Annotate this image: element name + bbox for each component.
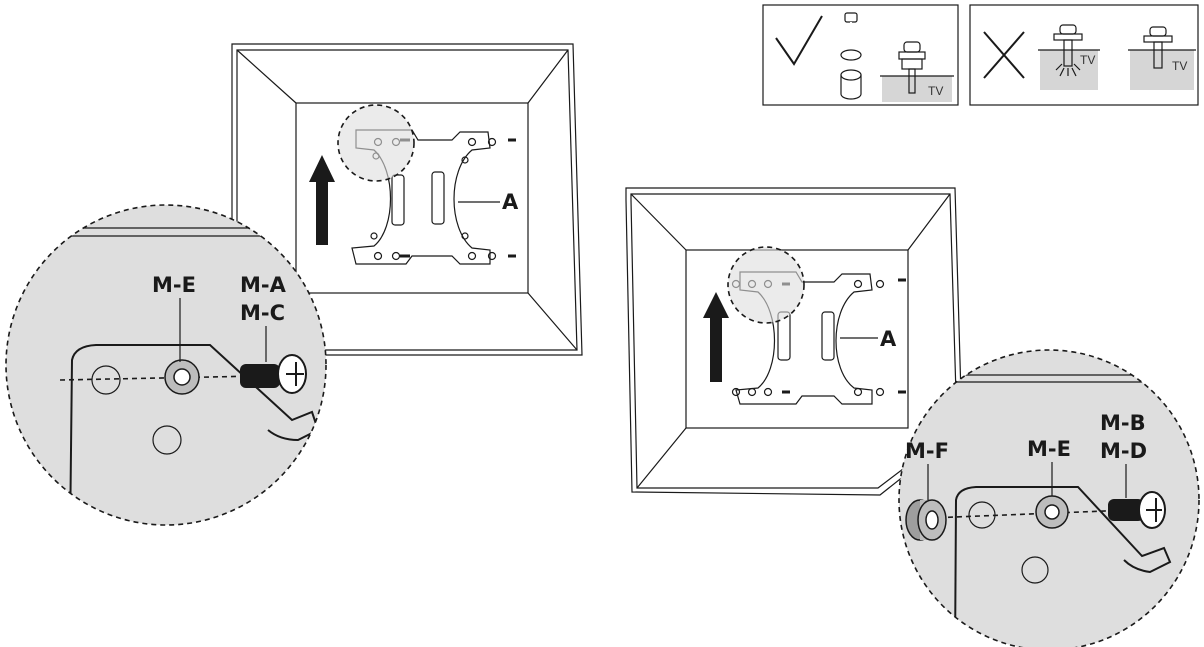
screw-icon xyxy=(240,354,307,394)
tv-label: TV xyxy=(1172,59,1187,73)
tv-label: TV xyxy=(1080,53,1095,67)
tv-right xyxy=(625,187,963,496)
washer-icon xyxy=(840,49,862,61)
mounting-plate-left: A xyxy=(337,104,519,265)
plate-label: A xyxy=(880,327,897,351)
legend-wrong-box: TV TV xyxy=(969,4,1199,106)
screw-label-line1: M-B xyxy=(1100,411,1146,435)
screw-label-line1: M-A xyxy=(240,273,287,297)
washer-label: M-E xyxy=(1027,437,1071,461)
screw-label-line2: M-C xyxy=(240,301,285,325)
tv-left xyxy=(231,43,583,356)
screw-label-line2: M-D xyxy=(1100,439,1147,463)
screw-icon xyxy=(844,12,858,44)
up-arrow-icon xyxy=(309,155,335,245)
washer-icon xyxy=(164,359,200,395)
screw-icon xyxy=(1108,491,1166,529)
detail-circle-left: M-E M-A M-C xyxy=(5,204,327,526)
long-screw-icon xyxy=(1053,24,1083,77)
washer-label: M-E xyxy=(152,273,196,297)
cross-icon xyxy=(983,31,1025,79)
short-screw-icon xyxy=(1143,26,1173,69)
mounting-plate-right: A xyxy=(727,246,906,405)
spacer-icon xyxy=(905,499,947,541)
up-arrow-icon xyxy=(703,292,729,382)
spacer-label: M-F xyxy=(905,439,949,463)
plate-label: A xyxy=(502,190,519,214)
checkmark-icon xyxy=(775,15,823,66)
washer-icon xyxy=(1035,495,1069,529)
legend-correct-box: TV xyxy=(762,4,959,106)
spacer-icon xyxy=(840,69,862,100)
assembled-screw-icon xyxy=(898,41,926,94)
detail-circle-right: M-F M-E M-B M-D xyxy=(898,349,1200,647)
tv-label: TV xyxy=(928,84,943,98)
